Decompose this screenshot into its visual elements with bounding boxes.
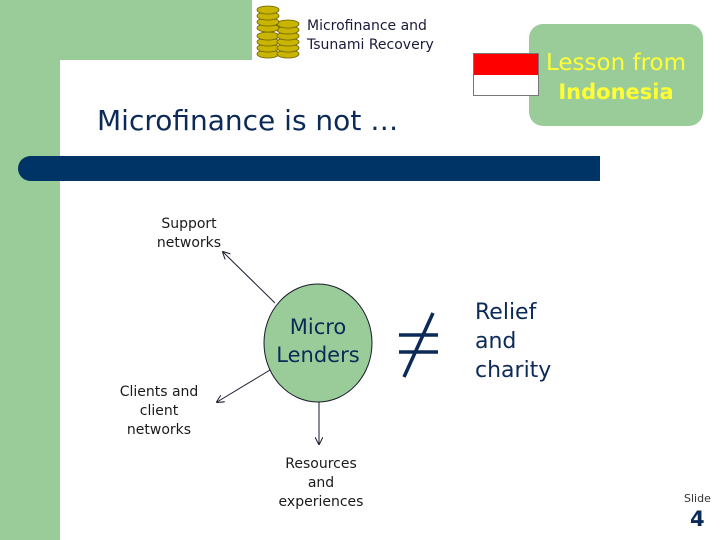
relief-and-charity-label: Relief and charity <box>475 298 551 385</box>
micro-lenders-node <box>263 283 373 403</box>
badge-line-1: Lesson from <box>545 50 686 76</box>
relief-line: and <box>475 329 517 354</box>
resources-experiences-label: Resources and experiences <box>266 455 376 512</box>
indonesia-flag-icon <box>473 53 539 96</box>
node-label-line: networks <box>156 235 222 251</box>
center-label-line: Micro <box>289 315 347 339</box>
node-label-line: Resources <box>285 456 357 472</box>
arrow-to-clients <box>217 369 271 402</box>
header-title-line: Tsunami Recovery <box>307 37 434 53</box>
node-label-line: Clients and <box>119 384 199 400</box>
badge-line-2: Indonesia <box>558 80 674 104</box>
node-label-line: experiences <box>278 494 364 510</box>
left-sidebar-band <box>0 0 60 540</box>
node-label-line: Support <box>161 216 217 232</box>
arrow-to-support <box>223 252 276 304</box>
support-networks-label: Support networks <box>139 215 239 253</box>
top-header-band <box>60 0 252 60</box>
center-label-line: Lenders <box>276 343 360 367</box>
relief-line: Relief <box>475 300 537 325</box>
slide-title: Microfinance is not … <box>97 104 399 137</box>
header-title-line: Microfinance and <box>307 18 427 34</box>
content-corner <box>60 60 140 140</box>
not-equal-symbol <box>399 312 438 378</box>
title-underline-bar <box>18 156 600 181</box>
flag-red-stripe <box>474 54 538 75</box>
lesson-badge: Lesson from Indonesia <box>529 24 703 126</box>
node-label-line: and <box>307 475 335 491</box>
slide-number: 4 <box>690 507 705 531</box>
micro-lenders-label: Micro Lenders <box>263 313 373 369</box>
node-label-line: networks <box>126 422 192 438</box>
flag-white-stripe <box>474 74 538 95</box>
node-label-line: client <box>139 403 179 419</box>
coin-stack-icon <box>256 5 300 59</box>
clients-networks-label: Clients and client networks <box>104 383 214 440</box>
header-title: Microfinance and Tsunami Recovery <box>307 17 467 55</box>
slide-number-label: Slide <box>684 492 711 505</box>
relief-line: charity <box>475 358 552 383</box>
